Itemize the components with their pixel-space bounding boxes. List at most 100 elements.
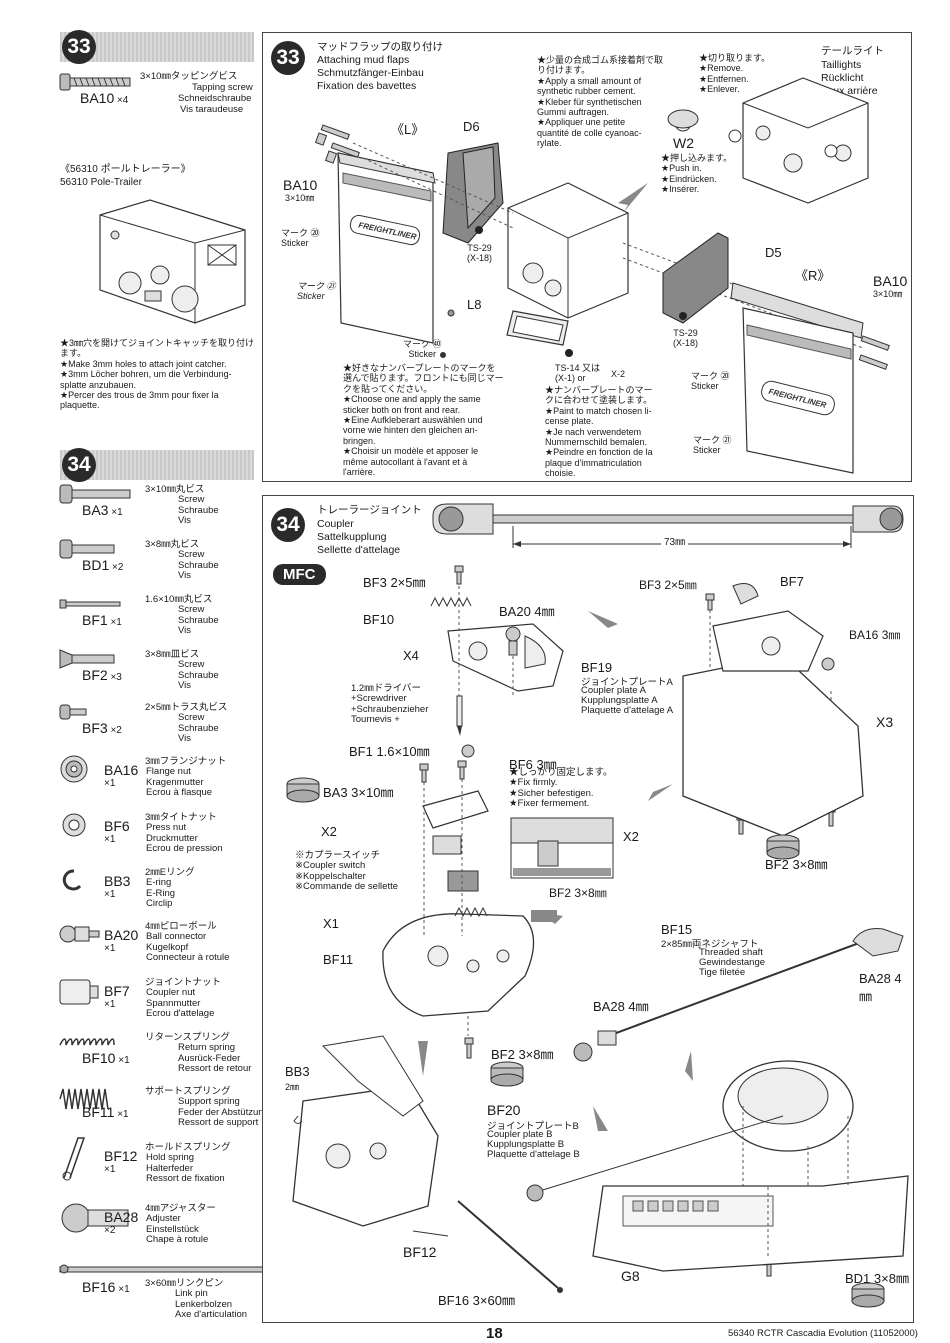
bf12-code-text: BF12 — [104, 1148, 138, 1164]
bb3-part-icon — [62, 869, 82, 891]
bf7-en: Coupler nut — [146, 987, 196, 998]
tapping-screw-icon — [59, 73, 131, 91]
bf6-de: Druckmutter — [146, 832, 198, 844]
bd1-code: BD1 ×2 — [82, 558, 124, 574]
bf16-fr: Axe d'articulation — [175, 1309, 248, 1320]
bf16-code-text: BF16 — [82, 1279, 116, 1295]
bf7-de: Spannmutter — [146, 997, 201, 1009]
ba3-spec: 3×10㎜丸ビス — [145, 484, 205, 495]
bf12-de: Halterfeder — [146, 1162, 193, 1174]
ba3-qty: ×1 — [108, 507, 123, 518]
bf1-part-icon — [59, 599, 121, 609]
bf16-de: Lenkerbolzen — [175, 1298, 233, 1310]
sticker-note: ★好きなナンバープレートのマークを 選んで貼ります。フロントにも同じマー クを貼… — [343, 363, 504, 478]
ts29-left: TS-29 (X-18) — [467, 243, 493, 264]
label-BA10-right-sub: 3×10㎜ — [873, 289, 903, 299]
label-bf20-de: Kupplungsplatte B — [487, 1139, 565, 1150]
bf10-code-text: BF10 — [82, 1050, 116, 1066]
label-bf19-en: Coupler plate A — [581, 685, 646, 696]
bf6-code: BF6×1 — [104, 818, 130, 845]
bf6-spec: 3㎜タイトナット — [145, 812, 217, 823]
bf2-qty: ×3 — [107, 672, 122, 683]
bd1-qty: ×2 — [109, 562, 124, 573]
step34-title-fr: Sellette d'attelage — [317, 544, 401, 556]
ba20-spec: 4㎜ピローボール — [145, 921, 217, 932]
label-x1: X1 — [323, 916, 339, 931]
ba20-de: Kugelkopf — [146, 941, 189, 953]
label-bf20-fr: Plaquette d'attelage B — [487, 1149, 580, 1160]
bf11-code: BF11 ×1 — [82, 1105, 129, 1121]
bf11-part-icon — [59, 1088, 109, 1110]
label-ba28b: BA28 4㎜ — [593, 999, 649, 1014]
label-BA10-left: BA10 — [283, 177, 318, 193]
label-x2b: X2 — [623, 829, 639, 844]
ba28-spec: 4㎜アジャスター — [145, 1203, 216, 1214]
bf3-spec: 2×5㎜トラス丸ビス — [145, 702, 228, 713]
bf1-de: Schraube — [178, 614, 219, 626]
step34-title-jp: トレーラージョイント — [317, 504, 422, 516]
glue-note: ★少量の合成ゴム系接着剤で取り付けます。 ★Apply a small amou… — [537, 55, 664, 149]
bf1-code-text: BF1 — [82, 612, 108, 628]
label-fix-note: ★しっかり固定します。 ★Fix firmly. ★Sicher befesti… — [509, 767, 613, 810]
taillight-en: Taillights — [821, 59, 862, 71]
step34-title-de: Sattelkupplung — [317, 531, 387, 543]
ba3-de: Schraube — [178, 504, 219, 516]
step33-panel-badge: 33 — [271, 41, 305, 75]
step34-title-en: Coupler — [317, 518, 354, 530]
bf3-qty: ×2 — [107, 725, 122, 736]
bf2-fr: Vis — [178, 680, 192, 691]
label-bf3a: BF3 2×5㎜ — [363, 575, 426, 590]
ba16-de: Kragenmutter — [146, 776, 204, 788]
ba28-code-text: BA28 — [104, 1209, 139, 1225]
label-bf11: BF11 — [323, 952, 354, 967]
step33-badge: 33 — [62, 30, 96, 64]
cut-note: ★切り取ります。 ★Remove. ★Entfernen. ★Enlever. — [699, 53, 771, 95]
bf11-de: Feder der Abstützung — [178, 1106, 269, 1118]
bf1-code: BF1 ×1 — [82, 612, 122, 629]
hole-note: ★3㎜穴を開けてジョイントキャッチを取り付けます。 ★Make 3mm hole… — [60, 338, 255, 411]
bf11-en: Support spring — [178, 1096, 240, 1107]
label-bf2a: BF2 3×8㎜ — [765, 857, 828, 872]
ba28-fr: Chape à rotule — [146, 1234, 209, 1245]
ts29-right: TS-29 (X-18) — [673, 328, 699, 349]
mark21-right: マーク ㉑ Sticker — [693, 435, 732, 456]
ba16-en: Flange nut — [146, 766, 191, 777]
bb3-de: E-Ring — [146, 887, 176, 899]
bf16-spec: 3×60㎜リンクピン — [145, 1278, 224, 1289]
bf7-qty: ×1 — [104, 998, 116, 1010]
taillight-de: Rücklicht — [821, 72, 864, 84]
label-bf15-de: Gewindestange — [699, 957, 766, 968]
mark40: マーク ㊵ Sticker — [403, 339, 442, 360]
mfc-badge: MFC — [273, 564, 326, 585]
bf7-fr: Ecrou d'attelage — [146, 1008, 215, 1019]
label-bf6: BF6 3㎜ — [509, 757, 557, 772]
step34-panel: 34 トレーラージョイント Coupler Sattelkupplung Sel… — [262, 495, 914, 1323]
step33-title-en: Attaching mud flaps — [317, 54, 410, 66]
bd1-fr: Vis — [178, 570, 192, 581]
bf12-spec: ホールドスプリング — [145, 1142, 231, 1153]
bf11-spec: サポートスプリング — [145, 1086, 231, 1097]
bf7-spec: ジョイントナット — [145, 977, 222, 988]
label-bf15-en: Threaded shaft — [699, 947, 763, 958]
label-bf15: BF15 — [661, 922, 693, 937]
step33-assembly-illustration: FREIGHTLINER — [314, 77, 890, 474]
doc-id: 56340 RCTR Cascadia Evolution (11052000) — [728, 1328, 918, 1339]
bf6-code-text: BF6 — [104, 818, 130, 834]
bf11-qty: ×1 — [114, 1109, 129, 1120]
trailer-jp: 《56310 ポールトレーラー》 — [60, 164, 191, 175]
dim-73mm: 73㎜ — [661, 537, 689, 549]
bf2-de: Schraube — [178, 669, 219, 681]
bf16-code: BF16 ×1 — [82, 1279, 130, 1296]
ba3-en: Screw — [178, 494, 205, 505]
bb3-code-text: BB3 — [104, 873, 131, 889]
x2-label: X-2 — [611, 369, 626, 379]
ba10-qty: ×4 — [116, 95, 129, 106]
ba3-part-icon — [59, 484, 131, 504]
ba10-en: Tapping screw — [192, 82, 253, 93]
bf1-spec: 1.6×10㎜丸ビス — [145, 594, 213, 605]
bf6-fr: Ecrou de pression — [146, 843, 223, 854]
label-bd1: BD1 3×8㎜ — [845, 1271, 909, 1286]
label-bf2b: BF2 3×8㎜ — [549, 886, 607, 900]
label-bf19: BF19 — [581, 660, 613, 675]
ba16-part-icon — [60, 755, 88, 783]
